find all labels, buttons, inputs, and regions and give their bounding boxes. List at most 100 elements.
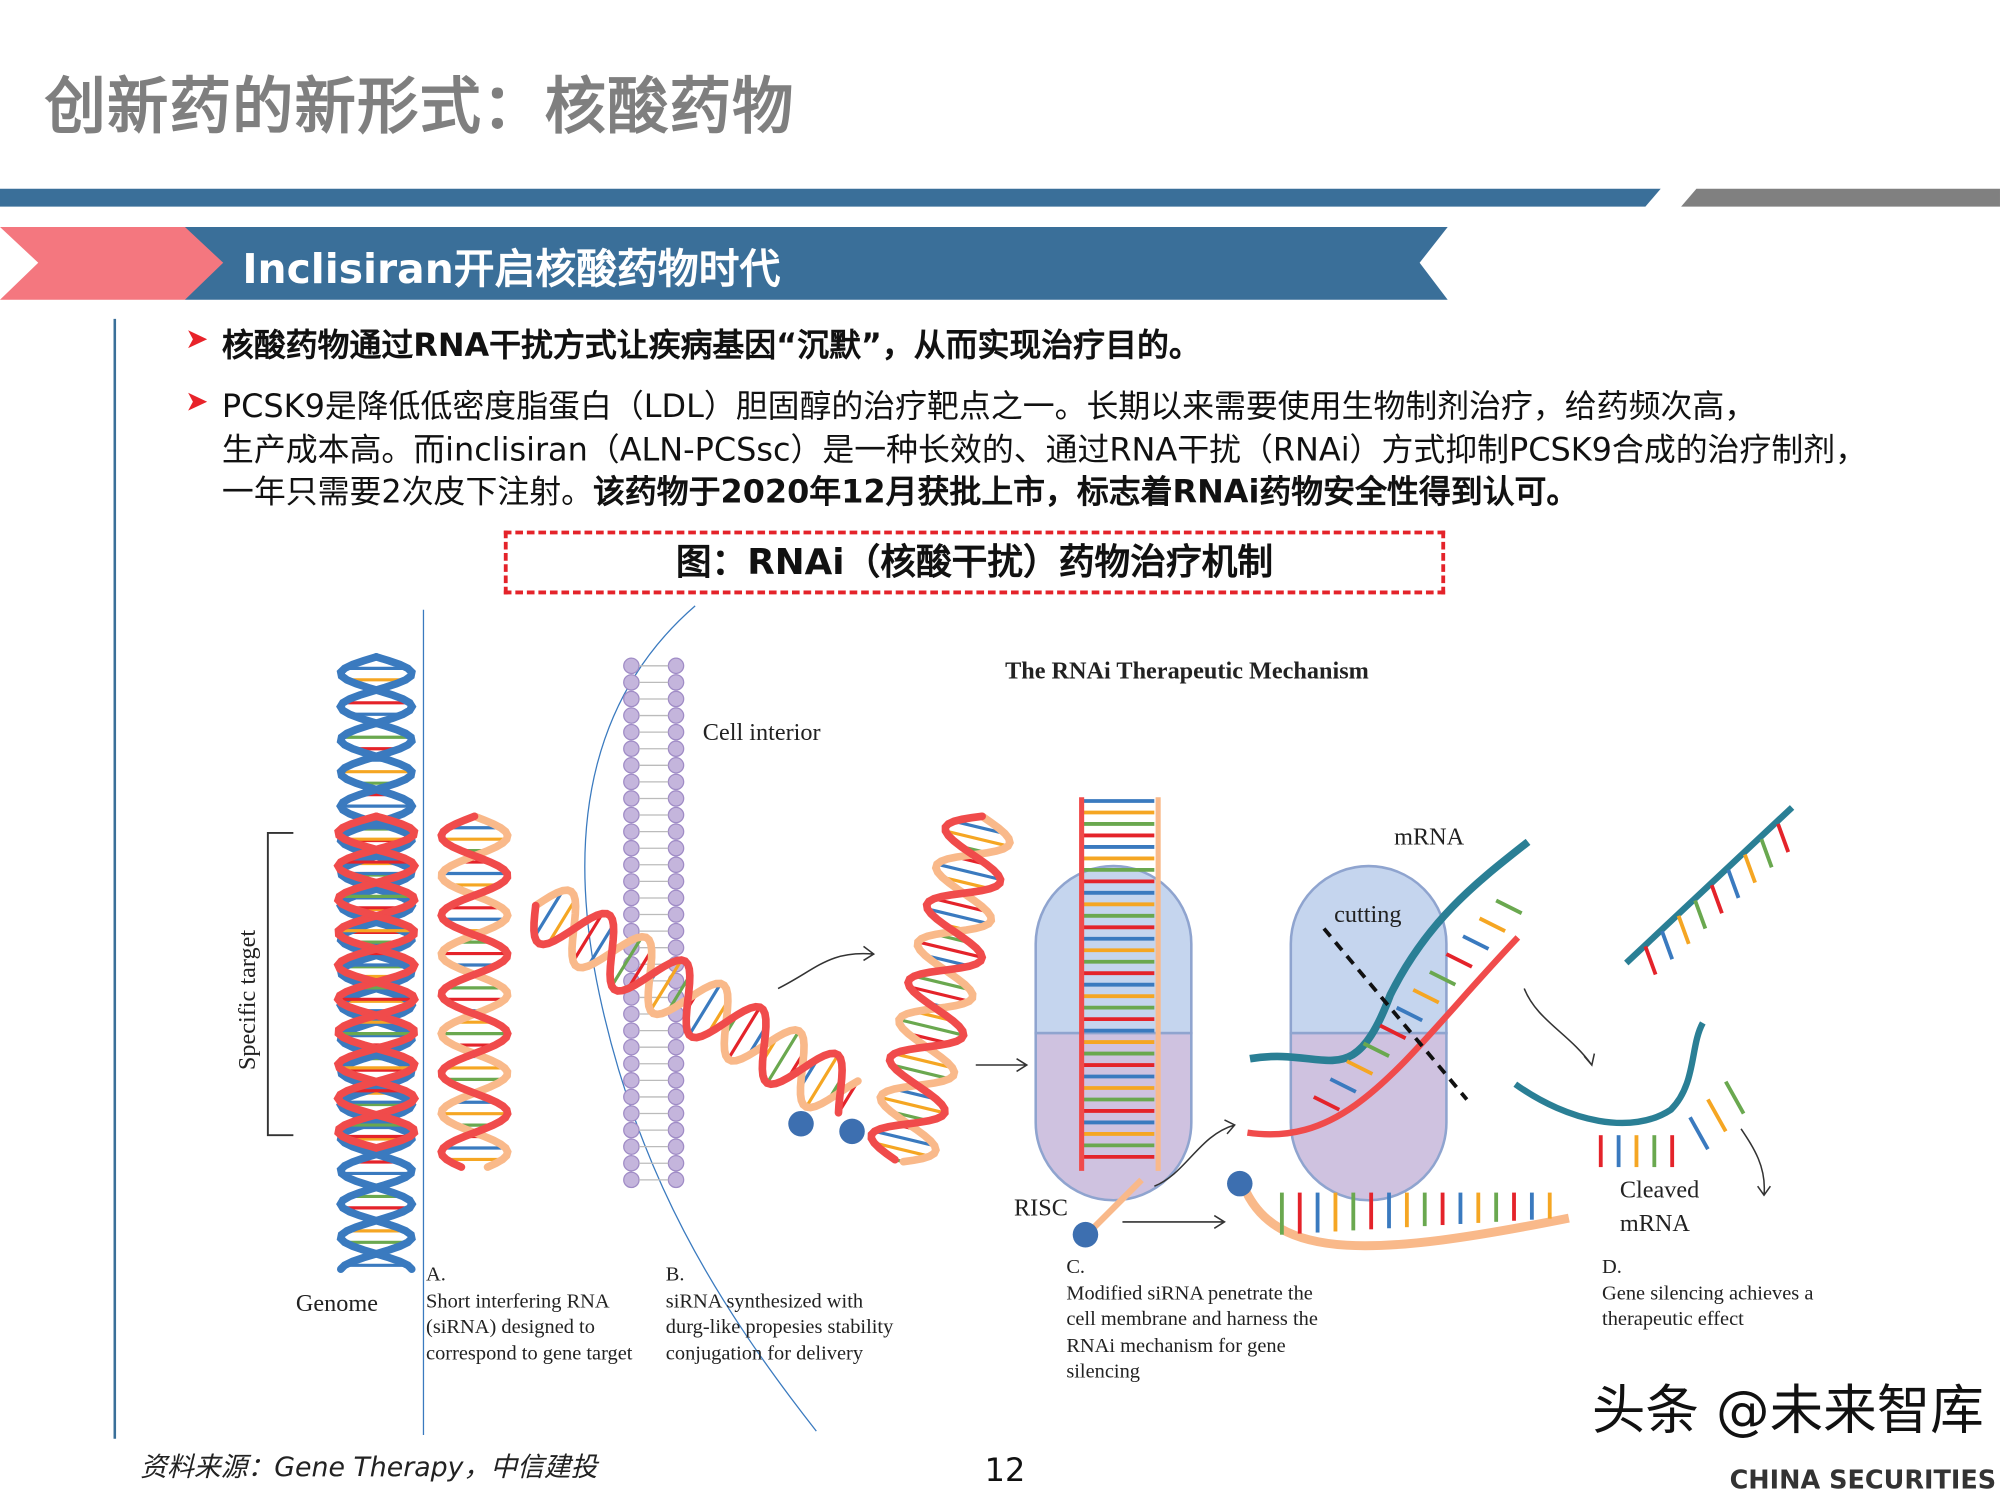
guide-strand	[1246, 935, 1521, 1138]
lipid-head	[623, 707, 640, 724]
lipid-head	[667, 873, 685, 890]
slide-title: 创新药的新形式：核酸药物	[44, 71, 795, 143]
lipid-head	[667, 922, 685, 940]
lipid-head	[667, 690, 685, 708]
process-arrow	[1154, 1119, 1236, 1187]
sirna-crossing-helix-base-pair	[626, 949, 654, 990]
mrna-base	[1462, 934, 1490, 951]
lipid-head	[667, 1171, 685, 1189]
lipid-head	[667, 1022, 685, 1039]
lipid-head	[623, 657, 640, 675]
step-line: Gene silencing achieves a	[1602, 1282, 1814, 1305]
bullet-arrow-icon: ➤	[184, 323, 209, 356]
bullet-arrow-icon: ➤	[184, 386, 209, 419]
lipid-head	[623, 823, 640, 840]
step-a: A. Short interfering RNA (siRNA) designe…	[426, 1263, 632, 1368]
step-line: cell membrane and harness the	[1066, 1308, 1318, 1331]
bullet-1: 核酸药物通过RNA干扰方式让疾病基因“沉默”，从而实现治疗目的。	[221, 326, 1201, 364]
label-cell-interior: Cell interior	[702, 719, 821, 747]
label-risc: RISC	[1014, 1195, 1068, 1222]
lipid-head	[667, 723, 685, 741]
sirna-internal-helix-strand	[867, 812, 1005, 1164]
sirna-internal-helix-strand	[876, 812, 1014, 1166]
header-bar-grey	[1681, 188, 2000, 207]
genome-helix-strand	[336, 653, 417, 1273]
lipid-head	[623, 1121, 640, 1139]
sirna-internal-helix-base-pair	[927, 907, 990, 926]
sirna-internal-helix-base-pair	[936, 862, 1001, 882]
lipid-head	[667, 740, 685, 758]
bullet-2-line-3-normal: 一年只需要2次皮下注射。	[221, 473, 594, 511]
sirna-internal-helix-base-pair	[898, 1018, 964, 1037]
mrna-base	[1379, 1023, 1407, 1040]
lipid-head	[667, 1154, 685, 1172]
lipid-head	[623, 723, 640, 741]
lipid-head	[623, 790, 640, 807]
sirna-internal-helix-base-pair	[891, 1063, 950, 1081]
step-letter: A.	[426, 1264, 446, 1286]
lipid-head	[667, 939, 685, 956]
step-line: (siRNA) designed to	[426, 1316, 595, 1338]
step-letter: B.	[665, 1264, 685, 1286]
figure-caption: 图：RNAi（核酸干扰）药物治疗机制	[503, 530, 1446, 595]
conjugate-ball	[1072, 1221, 1099, 1248]
step-line: RNAi mechanism for gene	[1066, 1334, 1286, 1357]
step-line: conjugation for delivery	[665, 1342, 864, 1365]
genome-target-helix-strand	[333, 812, 420, 1152]
cleaved-base	[1776, 823, 1791, 853]
cleaved-base	[1643, 945, 1658, 976]
mrna-strand	[1249, 838, 1531, 1065]
sirna-internal-helix-base-pair	[945, 829, 1009, 848]
genome-helix-strand	[336, 653, 417, 1273]
sirna-crossing-helix-base-pair	[586, 924, 615, 967]
china-securities-logo: CHINA SECURITIES	[1729, 1464, 1997, 1495]
lipid-head	[623, 873, 640, 890]
lipid-head	[667, 856, 685, 874]
label-cleaved: Cleaved	[1619, 1177, 1700, 1205]
lipid-head	[667, 657, 685, 675]
step-line: Short interfering RNA	[426, 1290, 610, 1312]
sirna-internal-helix-base-pair	[909, 985, 970, 1003]
cleaved-base	[1759, 838, 1774, 868]
cell-membrane-curve	[584, 605, 817, 1432]
sirna-crossing-helix-base-pair	[765, 1030, 801, 1085]
sirna-internal-helix-base-pair	[874, 1129, 935, 1148]
bullet-2-line-3: 一年只需要2次皮下注射。该药物于2020年12月获批上市，标志着RNAi药物安全…	[222, 467, 1578, 513]
lipid-head	[667, 790, 685, 807]
lipid-head	[667, 674, 685, 691]
passenger-strand-exit	[1088, 1177, 1144, 1234]
specific-target-bracket	[266, 831, 294, 1137]
sirna-crossing-helix-base-pair	[533, 889, 565, 938]
cleaved-base	[1693, 899, 1708, 930]
label-genome: Genome	[295, 1290, 379, 1318]
lipid-head	[623, 740, 640, 758]
label-cleaved-mrna: mRNA	[1619, 1210, 1690, 1238]
sirna-crossing-helix-base-pair	[610, 935, 644, 987]
cleaved-base	[1743, 853, 1757, 884]
section-arrow	[0, 227, 224, 300]
label-cutting: cutting	[1334, 901, 1402, 929]
conjugate-ball	[839, 1118, 865, 1145]
process-arrow	[1122, 1214, 1226, 1229]
sirna-internal-helix-base-pair	[933, 897, 988, 914]
sirna-internal-helix-base-pair	[917, 940, 983, 959]
step-line: siRNA synthesized with	[665, 1290, 864, 1312]
process-arrow	[1523, 988, 1596, 1067]
mrna-base	[1312, 1095, 1341, 1112]
step-b: B. siRNA synthesized with durg-like prop…	[666, 1263, 893, 1368]
process-arrow	[1740, 1128, 1772, 1197]
bullet-2-line-3-bold: 该药物于2020年12月获批上市，标志着RNAi药物安全性得到认可。	[593, 473, 1579, 511]
mrna-base	[1329, 1077, 1357, 1094]
sirna-crossing-helix-base-pair	[571, 912, 604, 963]
sirna-crossing-helix-strand	[530, 901, 846, 1117]
cleaved-mrna-fragment	[1513, 1021, 1706, 1127]
lipid-head	[623, 757, 640, 774]
lipid-head	[667, 1072, 685, 1089]
risc-complex-bottom	[1034, 1031, 1193, 1202]
lipid-head	[667, 1121, 685, 1139]
released-strand	[1239, 1184, 1570, 1251]
lipid-head	[623, 1022, 640, 1039]
lipid-head	[623, 806, 640, 824]
